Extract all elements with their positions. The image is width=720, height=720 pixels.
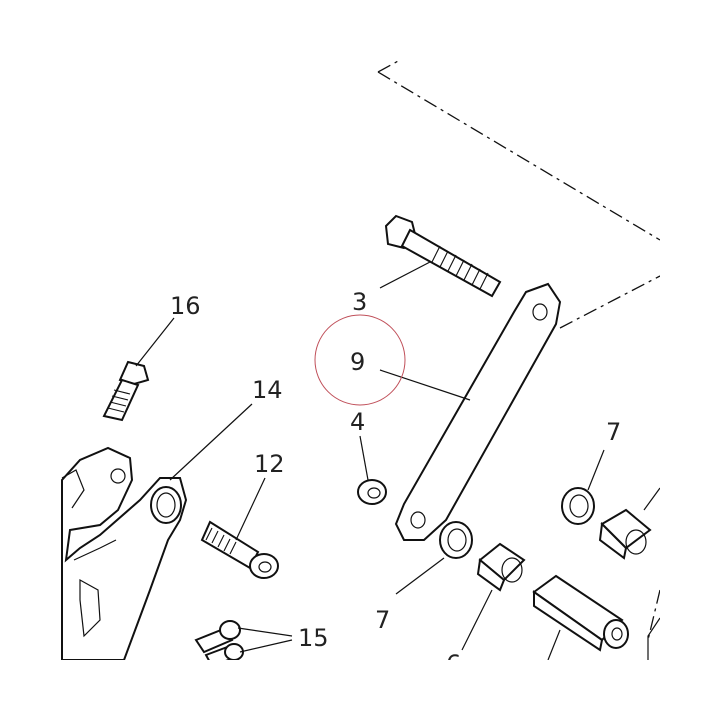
callout-7-lower: 7 bbox=[375, 606, 390, 634]
callout-15: 15 bbox=[298, 624, 329, 652]
bolts-15 bbox=[194, 620, 244, 668]
edge-mask-bottom bbox=[0, 660, 720, 720]
axis-lines bbox=[377, 59, 661, 641]
nut-4 bbox=[357, 479, 387, 505]
callout-9: 9 bbox=[350, 348, 365, 376]
washer-7-lower bbox=[439, 521, 473, 559]
callout-4: 4 bbox=[350, 408, 365, 436]
edge-mask-right bbox=[660, 0, 720, 720]
sleeve bbox=[532, 574, 629, 652]
callout-16: 16 bbox=[170, 292, 201, 320]
link-rod-9 bbox=[394, 282, 562, 541]
callout-12: 12 bbox=[254, 450, 285, 478]
highlight-circle bbox=[314, 314, 406, 406]
bolt-3 bbox=[384, 214, 502, 298]
bushing-upper bbox=[598, 508, 652, 560]
callout-14: 14 bbox=[252, 376, 283, 404]
bolt-16 bbox=[102, 360, 150, 422]
callout-7-upper: 7 bbox=[606, 418, 621, 446]
washer-7-upper bbox=[561, 487, 595, 525]
callout-3: 3 bbox=[352, 288, 367, 316]
leader-lines bbox=[135, 261, 661, 661]
partial-part-right bbox=[647, 617, 661, 660]
frame-bracket bbox=[61, 446, 188, 661]
link-plate-14 bbox=[150, 486, 182, 524]
bolt-12 bbox=[200, 520, 279, 579]
bushing-6 bbox=[476, 542, 526, 592]
edge-mask-left bbox=[0, 0, 60, 720]
